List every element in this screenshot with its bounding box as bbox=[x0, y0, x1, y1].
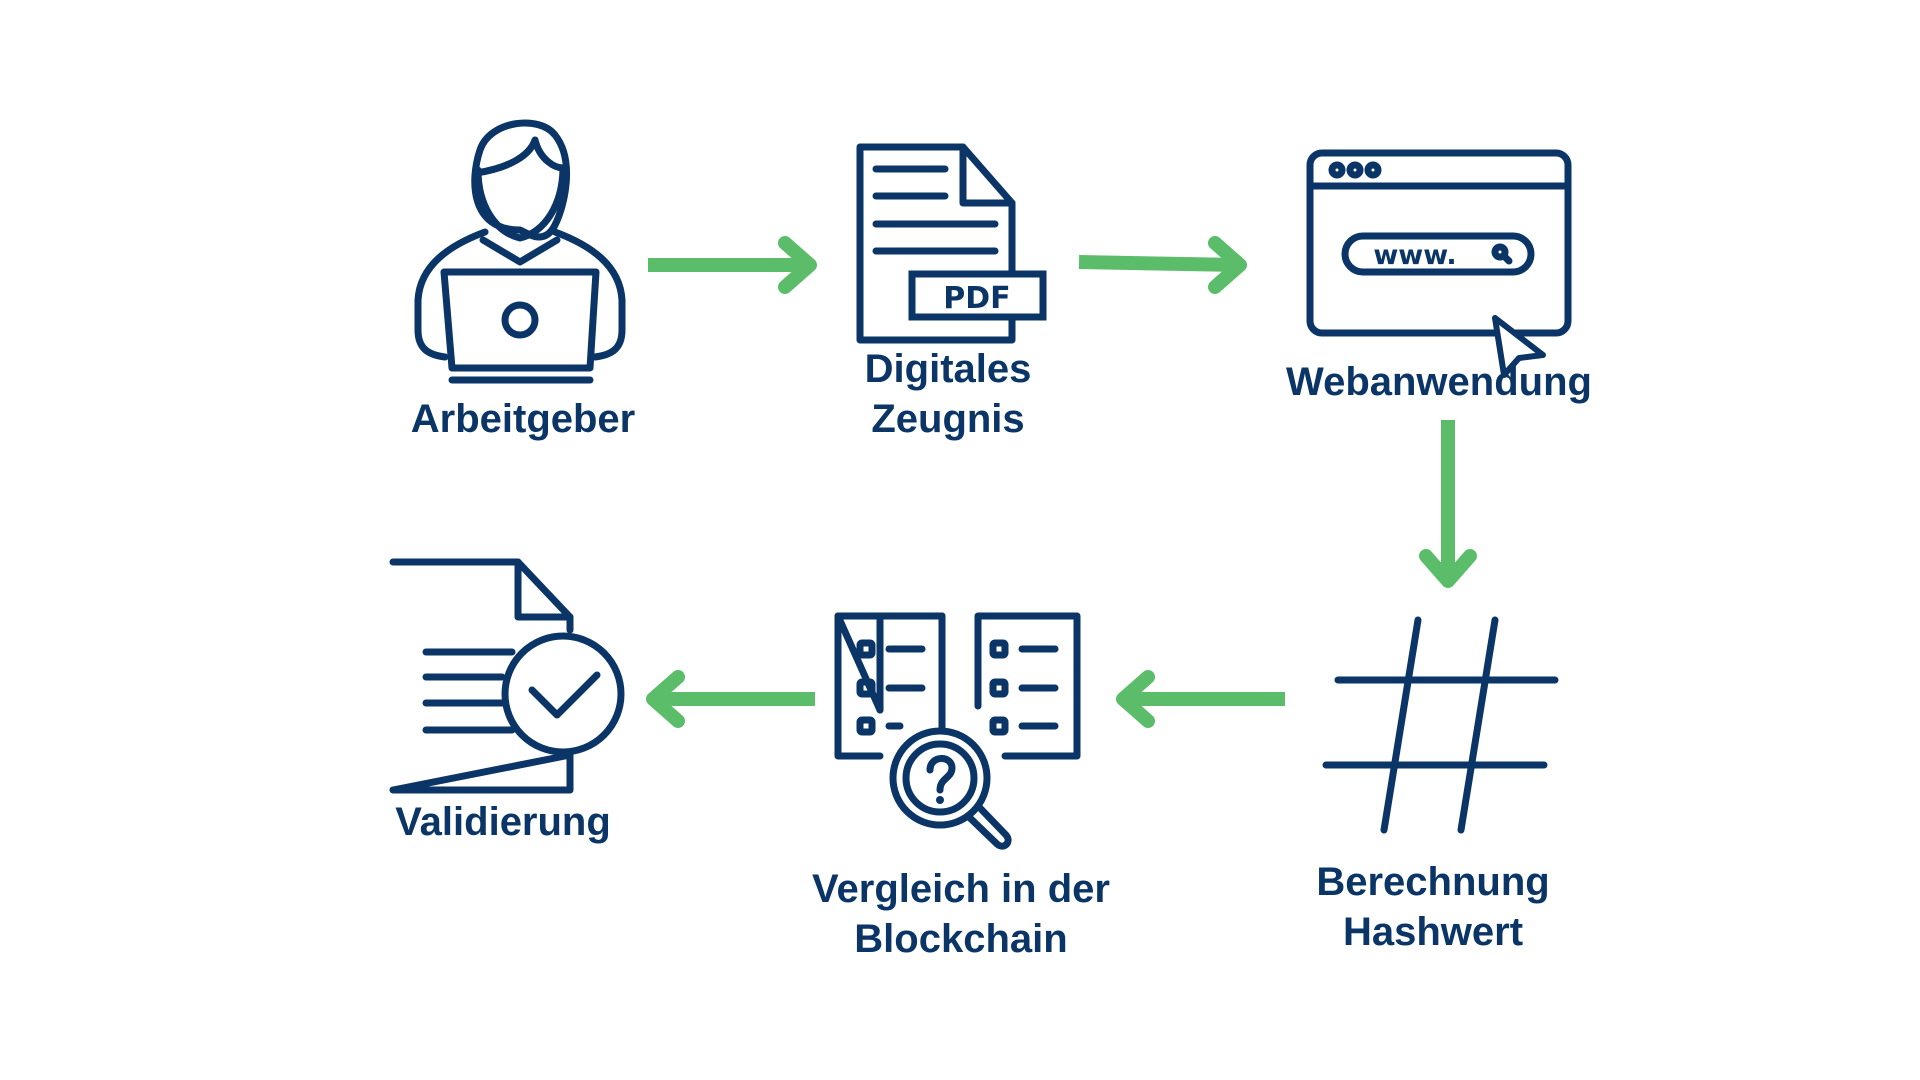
arrow-right-1 bbox=[648, 236, 817, 294]
label-hashwert-line2: Hashwert bbox=[1342, 910, 1524, 954]
label-webanwendung: Webanwendung bbox=[1286, 360, 1592, 404]
label-arbeitgeber: Arbeitgeber bbox=[410, 397, 636, 441]
person-laptop-icon bbox=[414, 119, 626, 384]
label-hashwert-line1: Berechnung bbox=[1316, 860, 1550, 904]
compare-search-icon-lists bbox=[834, 612, 1081, 850]
document-check-icon bbox=[389, 558, 625, 794]
arrow-left-1 bbox=[1116, 670, 1285, 728]
arrow-left-2 bbox=[646, 670, 815, 728]
label-zeugnis-line2: Zeugnis bbox=[871, 397, 1025, 441]
arrow-down bbox=[1419, 420, 1477, 588]
browser-window-icon: www. bbox=[1306, 149, 1572, 378]
pdf-document-icon: PDF bbox=[856, 143, 1047, 344]
label-blockchain-line1: Vergleich in der bbox=[812, 867, 1110, 911]
hash-icon bbox=[1322, 616, 1559, 834]
label-zeugnis-line1: Digitales bbox=[864, 347, 1032, 391]
url-text: www. bbox=[1373, 240, 1456, 271]
pdf-badge-text: PDF bbox=[943, 281, 1010, 316]
label-blockchain-line2: Blockchain bbox=[854, 917, 1068, 961]
label-validierung: Validierung bbox=[395, 800, 611, 844]
arrow-right-2 bbox=[1078, 236, 1247, 294]
cursor-icon bbox=[1492, 315, 1546, 378]
